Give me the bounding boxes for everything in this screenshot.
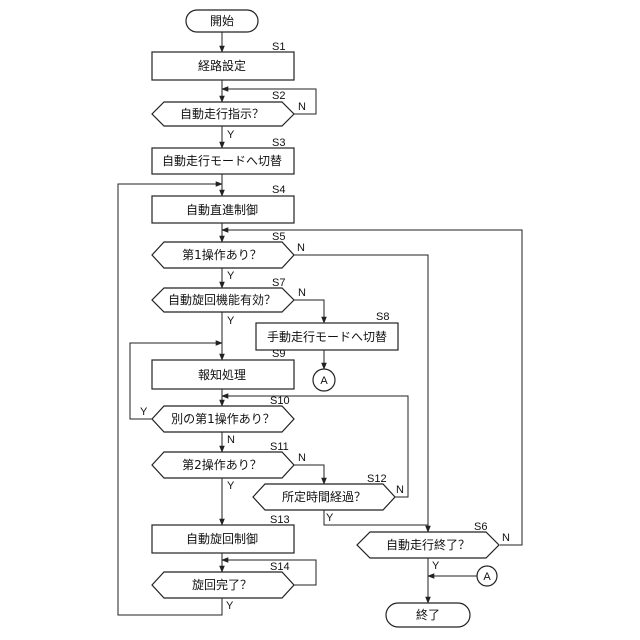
step-s8: 手動走行モードへ切替 S8: [256, 311, 398, 350]
s11-no: N: [298, 452, 306, 464]
s10-yes: Y: [140, 406, 148, 418]
s7-yes: Y: [227, 315, 235, 327]
s11-text: 第2操作あり？: [182, 457, 262, 472]
s10-label: S10: [270, 395, 290, 407]
s6-label: S6: [474, 521, 487, 533]
s12-label: S12: [367, 473, 387, 485]
start-label: 開始: [210, 14, 234, 28]
s11-label: S11: [270, 441, 289, 453]
decision-s2: 自動走行指示？ S2 N Y: [152, 90, 306, 141]
s2-no: N: [298, 101, 306, 113]
decision-s7: 自動旋回機能有効？ S7 N Y: [152, 277, 306, 327]
step-s1: 経路設定 S1: [152, 41, 294, 80]
s7-label: S7: [272, 277, 285, 289]
connector-a-top: A: [313, 369, 335, 391]
s12-text: 所定時間経過？: [282, 489, 366, 504]
end-label: 終了: [416, 607, 440, 622]
step-s3: 自動走行モードへ切替 S3: [152, 137, 294, 174]
s12-yes: Y: [326, 512, 334, 524]
s5-no: N: [297, 242, 305, 254]
s4-label: S4: [272, 184, 285, 196]
s4-text: 自動直進制御: [186, 202, 258, 217]
s2-label: S2: [272, 90, 285, 102]
decision-s10: 別の第1操作あり？ S10 Y N: [140, 395, 294, 446]
s3-label: S3: [272, 137, 285, 149]
s5-text: 第1操作あり？: [182, 247, 262, 262]
decision-s14: 旋回完了？ S14 Y: [152, 561, 294, 612]
s14-text: 旋回完了？: [192, 577, 252, 592]
s5-yes: Y: [227, 270, 235, 282]
s9-label: S9: [272, 348, 285, 360]
step-s9: 報知処理 S9: [152, 348, 294, 389]
s8-label: S8: [376, 311, 389, 323]
s14-label: S14: [270, 561, 290, 573]
s10-no: N: [227, 434, 235, 446]
connector-a-bottom: A: [477, 566, 497, 586]
s8-text: 手動走行モードへ切替: [267, 330, 387, 344]
s10-text: 別の第1操作あり？: [171, 411, 275, 426]
step-s4: 自動直進制御 S4: [152, 184, 294, 223]
s6-text: 自動走行終了？: [386, 537, 470, 552]
step-s13: 自動旋回制御 S13: [152, 514, 294, 553]
s14-yes: Y: [226, 600, 234, 612]
s3-text: 自動走行モードへ切替: [162, 154, 282, 168]
s2-text: 自動走行指示？: [180, 106, 264, 121]
s12-no: N: [396, 484, 404, 496]
end-node: 終了: [386, 603, 470, 627]
s11-yes: Y: [227, 480, 235, 492]
s9-text: 報知処理: [198, 368, 246, 382]
decision-s5: 第1操作あり？ S5 N Y: [152, 231, 305, 282]
s5-label: S5: [272, 231, 285, 243]
start-node: 開始: [186, 10, 258, 32]
decision-s6: 自動走行終了？ S6 N Y: [357, 521, 510, 572]
s6-no: N: [502, 532, 510, 544]
s1-text: 経路設定: [198, 58, 246, 73]
s7-no: N: [298, 287, 306, 299]
connector-a-bottom-label: A: [483, 571, 491, 583]
connector-a-top-label: A: [320, 375, 328, 387]
s2-yes: Y: [227, 129, 235, 141]
s13-text: 自動旋回制御: [186, 531, 258, 546]
s6-yes: Y: [432, 560, 440, 572]
s1-label: S1: [272, 41, 285, 53]
s13-label: S13: [270, 514, 290, 526]
s7-text: 自動旋回機能有効？: [168, 292, 276, 307]
